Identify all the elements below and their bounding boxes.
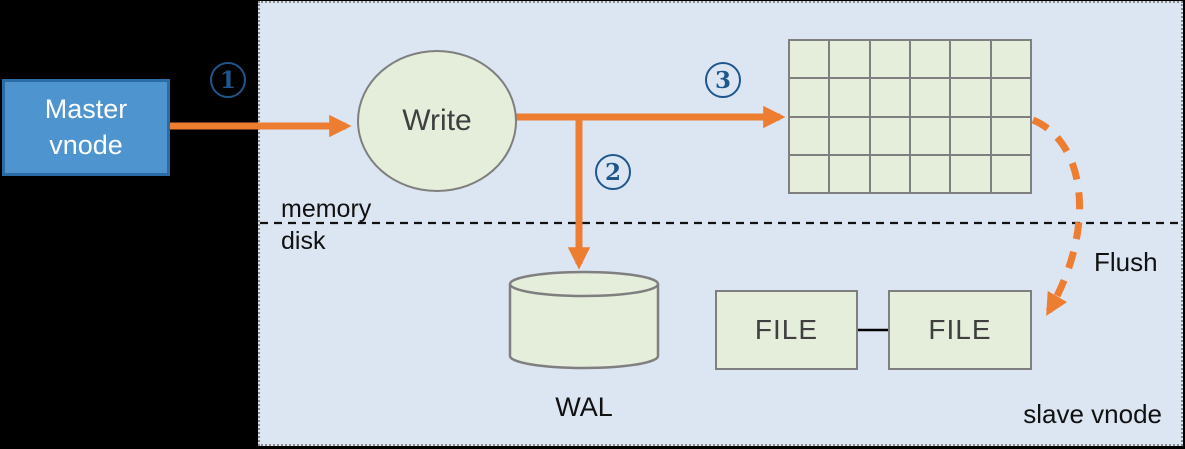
write-node: Write <box>357 50 517 192</box>
grid-cell <box>870 117 909 154</box>
step-3-number: 3 <box>714 66 731 94</box>
grid-cell <box>991 117 1030 154</box>
wal-label: WAL <box>555 392 613 422</box>
grid-cell <box>830 155 869 192</box>
write-label: Write <box>402 104 472 137</box>
file-label: FILE <box>754 314 819 345</box>
step-2-badge: 2 <box>595 154 631 190</box>
master-vnode-label: Master vnode <box>44 94 128 160</box>
disk-label: disk <box>281 227 326 255</box>
flush-label: Flush <box>1094 247 1158 277</box>
slave-vnode-label: slave vnode <box>1023 399 1162 429</box>
grid-cell <box>830 79 869 116</box>
grid-cell <box>790 41 829 78</box>
grid-cell <box>870 41 909 78</box>
grid-cell <box>951 117 990 154</box>
grid-cell <box>951 41 990 78</box>
master-vnode-node: Master vnode <box>2 79 170 176</box>
grid-cell <box>951 155 990 192</box>
memory-label: memory <box>281 195 372 223</box>
grid-cell <box>830 41 869 78</box>
file-node-2: FILE <box>888 290 1032 370</box>
grid-cell <box>790 117 829 154</box>
grid-cell <box>830 117 869 154</box>
grid-cell <box>910 117 950 154</box>
grid-cell <box>870 155 909 192</box>
step-2-number: 2 <box>604 158 621 186</box>
grid-cell <box>991 41 1030 78</box>
memtable-grid <box>788 39 1032 194</box>
grid-cell <box>910 155 950 192</box>
grid-cell <box>790 79 829 116</box>
grid-cell <box>991 155 1030 192</box>
step-3-badge: 3 <box>705 62 741 98</box>
grid-cell <box>790 155 829 192</box>
step-1-badge: 1 <box>210 62 246 98</box>
file-label: FILE <box>928 314 992 345</box>
grid-cell <box>991 79 1030 116</box>
grid-cell <box>910 79 950 116</box>
file-node-1: FILE <box>715 290 858 370</box>
grid-cell <box>951 79 990 116</box>
step-1-number: 1 <box>219 66 236 94</box>
grid-cell <box>870 79 909 116</box>
grid-cell <box>910 41 950 78</box>
